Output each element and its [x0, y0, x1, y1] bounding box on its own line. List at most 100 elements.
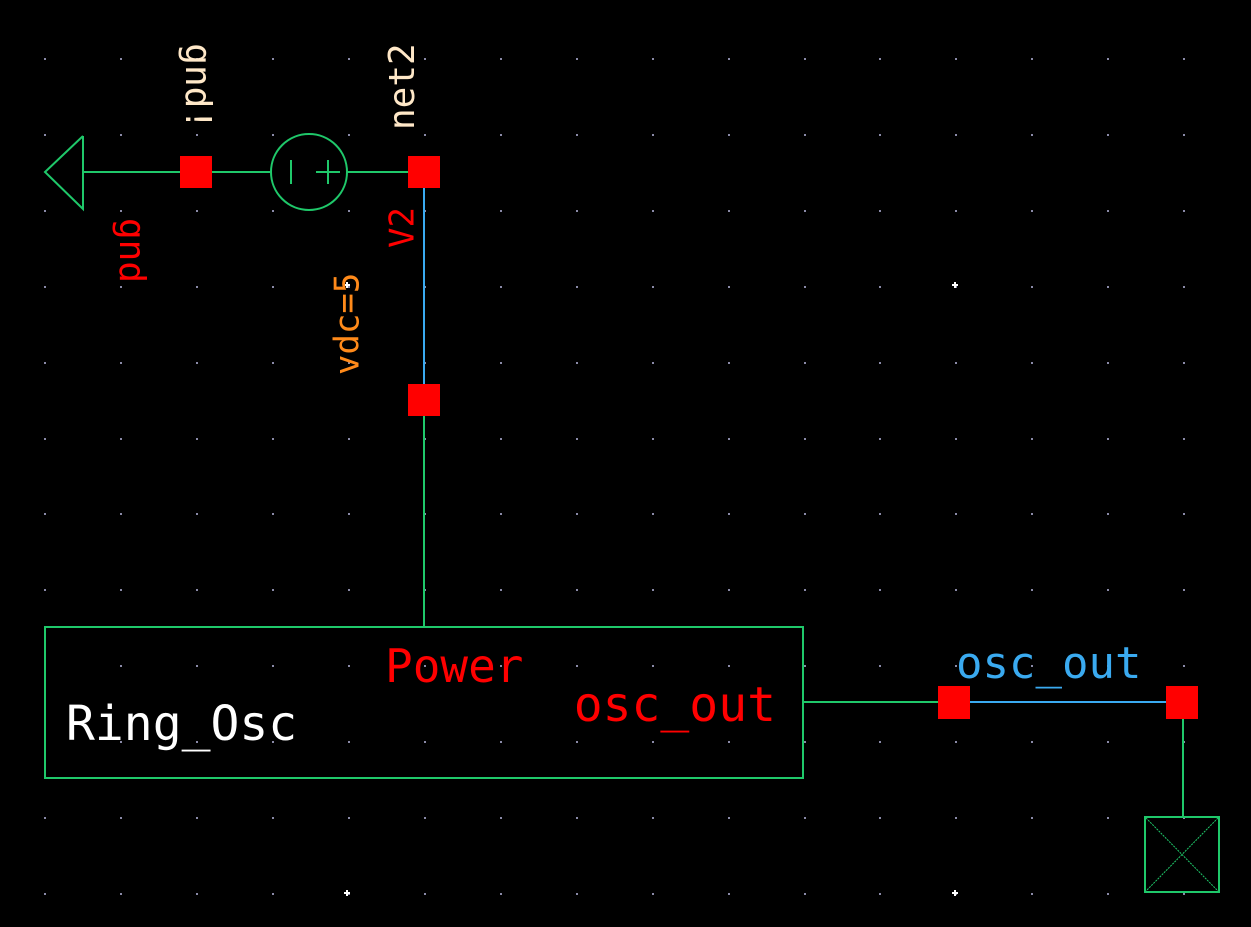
- gnd-triangle-icon[interactable]: [43, 135, 84, 212]
- grid-dot: [955, 210, 957, 212]
- grid-dot: [348, 438, 350, 440]
- grid-dot: [576, 893, 578, 895]
- crosshair-icon: [952, 890, 958, 896]
- grid-dot: [44, 58, 46, 60]
- grid-dot: [196, 286, 198, 288]
- grid-dot: [272, 817, 274, 819]
- grid-dot: [728, 210, 730, 212]
- grid-dot: [1183, 438, 1185, 440]
- grid-dot: [1107, 210, 1109, 212]
- grid-dot: [1107, 817, 1109, 819]
- grid-dot: [1107, 741, 1109, 743]
- grid-dot: [1107, 362, 1109, 364]
- grid-dot: [500, 286, 502, 288]
- grid-dot: [652, 210, 654, 212]
- grid-dot: [196, 741, 198, 743]
- grid-dot: [804, 58, 806, 60]
- grid-dot: [804, 741, 806, 743]
- grid-dot: [955, 438, 957, 440]
- grid-dot: [1107, 589, 1109, 591]
- grid-dot: [1183, 665, 1185, 667]
- grid-dot: [1031, 513, 1033, 515]
- grid-dot: [652, 589, 654, 591]
- grid-dot: [728, 893, 730, 895]
- grid-dot: [955, 362, 957, 364]
- grid-dot: [1107, 665, 1109, 667]
- pin-net2-node[interactable]: [408, 156, 440, 188]
- grid-dot: [120, 210, 122, 212]
- grid-dot: [652, 362, 654, 364]
- grid-dot: [196, 513, 198, 515]
- grid-dot: [955, 513, 957, 515]
- grid-dot: [348, 134, 350, 136]
- grid-dot: [728, 134, 730, 136]
- grid-dot: [576, 513, 578, 515]
- grid-dot: [804, 665, 806, 667]
- grid-dot: [955, 665, 957, 667]
- grid-dot: [348, 665, 350, 667]
- grid-dot: [272, 589, 274, 591]
- grid-dot: [652, 665, 654, 667]
- pin-terminal-node[interactable]: [1166, 686, 1198, 719]
- grid-dot: [120, 817, 122, 819]
- grid-dot: [44, 362, 46, 364]
- grid-dot: [272, 362, 274, 364]
- pin-gnd-node[interactable]: [180, 156, 212, 188]
- grid-dot: [728, 438, 730, 440]
- grid-dot: [1183, 210, 1185, 212]
- grid-dot: [272, 58, 274, 60]
- grid-dot: [500, 513, 502, 515]
- grid-dot: [879, 513, 881, 515]
- grid-dot: [1031, 817, 1033, 819]
- grid-dot: [1031, 665, 1033, 667]
- net-label-gnd: gnd!: [177, 43, 218, 130]
- grid-dot: [879, 589, 881, 591]
- grid-dot: [955, 134, 957, 136]
- grid-dot: [500, 589, 502, 591]
- grid-dot: [1031, 589, 1033, 591]
- noconn-terminal-icon[interactable]: [1144, 816, 1220, 893]
- grid-dot: [879, 362, 881, 364]
- grid-dot: [196, 362, 198, 364]
- grid-dot: [728, 665, 730, 667]
- crosshair-icon: [952, 282, 958, 288]
- grid-dot: [424, 741, 426, 743]
- vdc-source-icon[interactable]: [270, 133, 348, 211]
- grid-dot: [424, 58, 426, 60]
- net-label-net2: net2: [382, 43, 423, 130]
- grid-dot: [272, 134, 274, 136]
- pin-power-node[interactable]: [408, 384, 440, 416]
- grid-dot: [120, 665, 122, 667]
- crosshair-markers: [344, 282, 958, 896]
- grid-dot: [576, 134, 578, 136]
- ground-label: gnd: [111, 218, 152, 283]
- grid-dot: [500, 438, 502, 440]
- grid-dot: [652, 286, 654, 288]
- grid-dot: [804, 513, 806, 515]
- grid-dot: [1107, 134, 1109, 136]
- grid-dot: [120, 893, 122, 895]
- grid-dot: [955, 589, 957, 591]
- grid-dot: [1107, 513, 1109, 515]
- source-name-label: V2: [383, 207, 423, 248]
- grid-dot: [576, 665, 578, 667]
- grid-dot: [1107, 893, 1109, 895]
- grid-dot: [728, 513, 730, 515]
- grid-dot: [424, 665, 426, 667]
- grid-dot: [196, 210, 198, 212]
- grid-dot: [804, 438, 806, 440]
- grid-dot: [1183, 362, 1185, 364]
- grid-dot: [500, 58, 502, 60]
- pin-osc-out-node[interactable]: [938, 686, 970, 719]
- grid-dot: [955, 58, 957, 60]
- grid-dot: [804, 210, 806, 212]
- grid-dot: [120, 286, 122, 288]
- grid-dot: [1031, 286, 1033, 288]
- source-param-label: vdc=5: [328, 273, 368, 375]
- grid-dot: [1183, 513, 1185, 515]
- grid-dot: [196, 134, 198, 136]
- grid-dot: [576, 589, 578, 591]
- grid-dot: [272, 893, 274, 895]
